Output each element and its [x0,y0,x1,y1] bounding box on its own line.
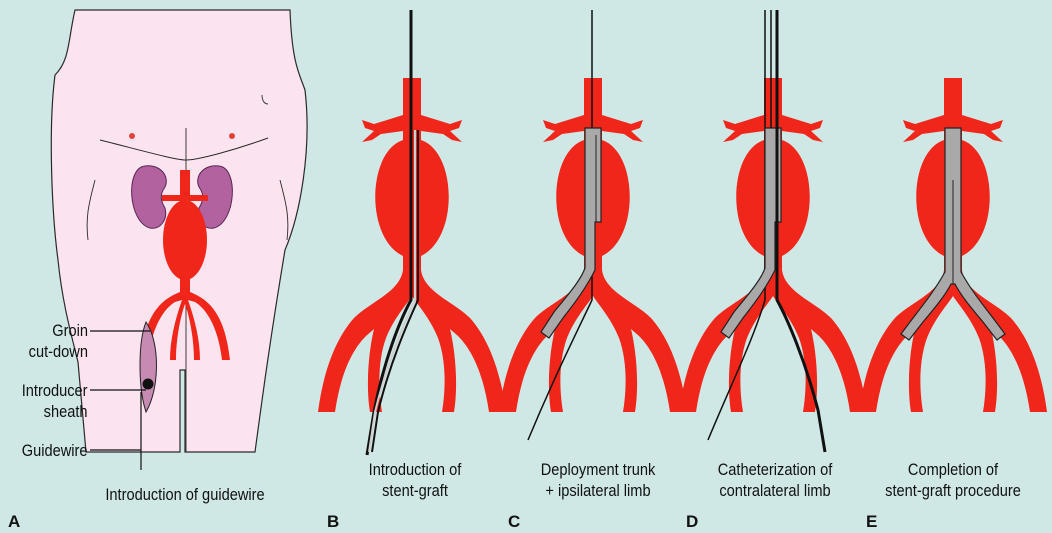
callout-guidewire: Guidewire [22,440,88,461]
panel-b-caption-line1: Introduction of [351,459,480,480]
introducer-sheath-marker [143,379,154,390]
panel-b-diagram [318,10,506,455]
panel-e-caption: Completion of stent-graft procedure [871,459,1034,501]
callout-groin-line1: Groin [29,320,88,341]
panel-e-caption-line1: Completion of [871,459,1034,480]
panel-c-caption-line2: + ipsilateral limb [521,480,676,501]
panel-a-caption: Introduction of guidewire [86,484,284,505]
panel-b-caption: Introduction of stent-graft [351,459,480,501]
panel-d-caption: Catheterization of contralateral limb [698,459,853,501]
callout-sheath-line2: sheath [22,401,88,422]
panel-d-diagram [679,10,867,452]
nipple-left [129,133,135,139]
panel-d-caption-line2: contralateral limb [698,480,853,501]
callout-sheath-line1: Introducer [22,380,88,401]
callout-introducer-sheath: Introducer sheath [22,380,88,422]
callout-groin-cutdown: Groin cut-down [29,320,88,362]
panel-c-letter: C [508,512,520,532]
panel-c-diagram [499,10,687,440]
panel-e-diagram [859,78,1047,412]
panel-d-letter: D [686,512,698,532]
panel-c-caption: Deployment trunk + ipsilateral limb [521,459,676,501]
panel-d-caption-line1: Catheterization of [698,459,853,480]
panel-a-letter: A [8,512,20,532]
panel-b-caption-line2: stent-graft [351,480,480,501]
nipple-right [229,133,235,139]
panel-b-letter: B [327,512,339,532]
panel-e-letter: E [866,512,877,532]
panel-c-caption-line1: Deployment trunk [521,459,676,480]
panel-e-caption-line2: stent-graft procedure [871,480,1034,501]
callout-guidewire-line1: Guidewire [22,440,88,461]
callout-groin-line2: cut-down [29,341,88,362]
